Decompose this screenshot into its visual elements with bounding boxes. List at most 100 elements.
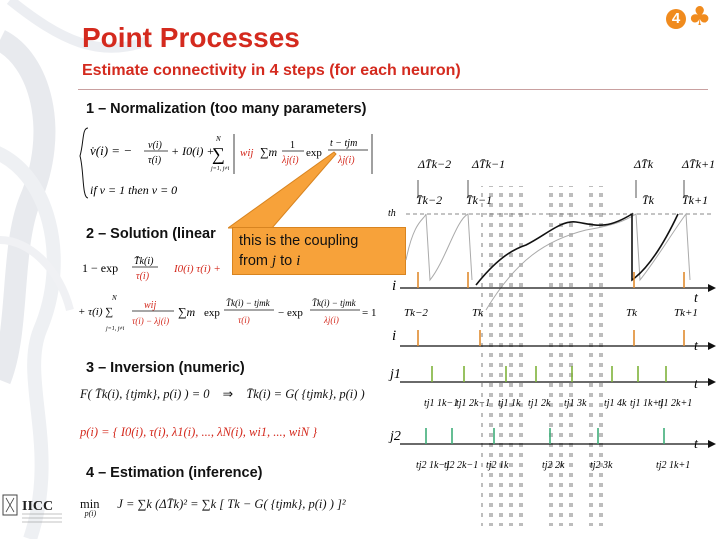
eq3-implicit: F( T̄k(i), {tjmk}, p(i) ) = 0 (80, 387, 210, 401)
step-1-label: 1 – Normalization (too many parameters) (86, 101, 367, 117)
eq2-exp2-num: T̄k(i) − tjmk (312, 298, 357, 308)
delta-label-3: ΔT̄k (633, 157, 654, 171)
Tbar-label-1: T̄k−2 (416, 193, 442, 207)
step-3-label: 3 – Inversion (numeric) (86, 360, 245, 376)
eq2-second-term: I0(i) τ(i) + (173, 263, 221, 275)
eq1-sum-symbol: ∑ (212, 144, 225, 164)
eq2-sum-bot: j=1, j≠i (105, 326, 125, 332)
eq1-frac-den: τ(i) (148, 155, 162, 166)
axis-t-label-2: t (694, 339, 699, 354)
j2-spike-label-6: tj2 1k+1 (656, 460, 690, 471)
eq4-line: min p(i) J = ∑k (ΔT̄k)² = ∑k [ Tk − G( {… (80, 497, 346, 518)
Tk-label-3: Tk (626, 307, 638, 319)
eq1-reset-condition: if v = 1 then v = 0 (90, 183, 177, 197)
club-icon: ♣ (688, 2, 712, 32)
j2-spike-label-4: tj2 2k (542, 460, 565, 471)
eq1-inner-sum: ∑m (260, 145, 278, 159)
j2-spike-label-3: tj2 1k (486, 460, 509, 471)
j2-spike-label-1: tj2 1k−1 (416, 460, 450, 471)
row-label-i-2: i (392, 328, 396, 344)
j1-spike-label-7: tj1 1k+1 (630, 398, 664, 409)
svg-text:IICC: IICC (22, 499, 53, 514)
shaded-interval-1 (481, 186, 523, 526)
row-label-i-1: i (392, 278, 396, 294)
eq2-equals: = 1 (362, 307, 376, 319)
eq2-first-num: T̄k(i) (134, 255, 154, 267)
j2-spike-label-2: tj2 2k−1 (444, 460, 478, 471)
j1-spike-label-6: tj1 4k (604, 398, 627, 409)
title-divider (78, 89, 708, 90)
eq2-sum-m: ∑m (178, 305, 196, 319)
slide-subtitle: Estimate connectivity in 4 steps (for ea… (82, 62, 461, 79)
j1-spike-label-1: tj1 1k−1 (424, 398, 458, 409)
j1-spike-label-4: tj1 2k (528, 398, 551, 409)
slide-number-badge: 4 (666, 9, 686, 29)
eq3-arrow: ⇒ (222, 387, 234, 401)
spike-train-figure: ΔT̄k−2 ΔT̄k−1 ΔT̄k ΔT̄k+1 T̄k−2 T̄k−1 T̄… (388, 157, 716, 526)
eq1-mid: + I0(i) + (171, 144, 215, 158)
eq3-first-line: F( T̄k(i), {tjmk}, p(i) ) = 0 ⇒ T̄k(i) =… (80, 386, 365, 402)
threshold-label: th (388, 208, 396, 219)
Tk-label-1: Tk−2 (404, 307, 428, 319)
eq1-sum-bot: j=1, j≠i (210, 166, 230, 172)
equation-1-lif-model: v̇(i) = − v(i) τ(i) + I0(i) + N ∑ j=1, j… (79, 127, 373, 199)
eq3-parameter-set: p(i) = { I0(i), τ(i), λ1(i), ..., λN(i),… (80, 425, 317, 440)
eq3-p: p(i) = { I0(i), τ(i), λ1(i), ..., λN(i),… (80, 425, 318, 439)
eq1-frac-num: v(i) (148, 140, 163, 151)
j1-spike-label-8: tj1 2k+1 (658, 398, 692, 409)
axis-t-label-1: t (694, 291, 699, 306)
eq1-exp-num: t − tjm (330, 138, 357, 149)
delta-label-4: ΔT̄k+1 (681, 157, 715, 171)
eq4-objective: J = ∑k (ΔT̄k)² = ∑k [ Tk − G( {tjmk}, p(… (117, 497, 346, 511)
eq1-exp: exp (306, 147, 322, 159)
eq1-norm-den: λj(i) (281, 155, 299, 166)
eq4-min-sub: p(i) (84, 509, 97, 518)
row-label-j1: j1 (388, 367, 401, 382)
j1-spike-label-2: tj1 2k−1 (456, 398, 490, 409)
shaded-interval-3 (584, 186, 606, 526)
eq2-minus-exp: − exp (278, 307, 303, 319)
eq1-exp-den: λj(i) (337, 155, 355, 166)
eq3-explicit: T̄k(i) = G( {tjmk}, p(i) ) (246, 387, 365, 401)
step-2-label: 2 – Solution (linear (86, 226, 216, 242)
eq2-exp1: exp (204, 307, 220, 319)
eq1-lhs: v̇(i) = − (90, 143, 132, 158)
eq2-exp2-den: λj(i) (323, 315, 339, 325)
iicc-logo: IICC (2, 494, 62, 523)
eq2-weight-den: τ(i) − λj(i) (132, 316, 169, 326)
eq2-first-term: 1 − exp (82, 261, 118, 275)
membrane-trace-estimate (405, 212, 691, 311)
delta-label-2: ΔT̄k−1 (471, 157, 505, 171)
shaded-interval-2 (546, 186, 574, 526)
eq2-exp1-den: τ(i) (238, 315, 250, 325)
axis-t-label-4: t (694, 437, 699, 452)
delta-label-1: ΔT̄k−2 (417, 157, 451, 171)
eq4-min: min (80, 497, 100, 511)
eq1-norm-num: 1 (290, 140, 295, 151)
Tk-label-4: Tk+1 (674, 307, 698, 319)
eq2-sum-top: N (111, 294, 117, 302)
callout-pointer (228, 151, 337, 229)
Tk-label-2: Tk (472, 307, 484, 319)
eq1-sum-top: N (215, 135, 221, 143)
slide-title: Point Processes (82, 22, 300, 53)
equation-2-solution: 1 − exp T̄k(i) τ(i) I0(i) τ(i) + + τ(i) … (78, 255, 376, 332)
callout-line-1: this is the coupling (239, 233, 359, 249)
step-4-label: 4 – Estimation (inference) (86, 465, 263, 481)
j1-spike-label-5: tj1 3k (564, 398, 587, 409)
eq2-weight-num: wij (144, 300, 156, 311)
callout-line-2: from j to i (239, 253, 301, 269)
row-label-j2: j2 (388, 429, 401, 444)
eq2-exp1-num: T̄k(i) − tjmk (226, 298, 271, 308)
Tbar-label-3: T̄k (642, 193, 655, 207)
eq1-weight: wij (240, 147, 253, 159)
j1-spike-label-3: tj1 1k (498, 398, 521, 409)
coupling-callout: this is the coupling from j to i (232, 227, 406, 275)
eq2-third-term: + τ(i) ∑ (78, 306, 113, 318)
axis-t-label-3: t (694, 377, 699, 392)
j2-spike-label-5: tj2 3k (590, 460, 613, 471)
Tbar-label-4: T̄k+1 (682, 193, 708, 207)
Tbar-label-2: T̄k−1 (466, 193, 492, 207)
membrane-trace (475, 212, 679, 286)
